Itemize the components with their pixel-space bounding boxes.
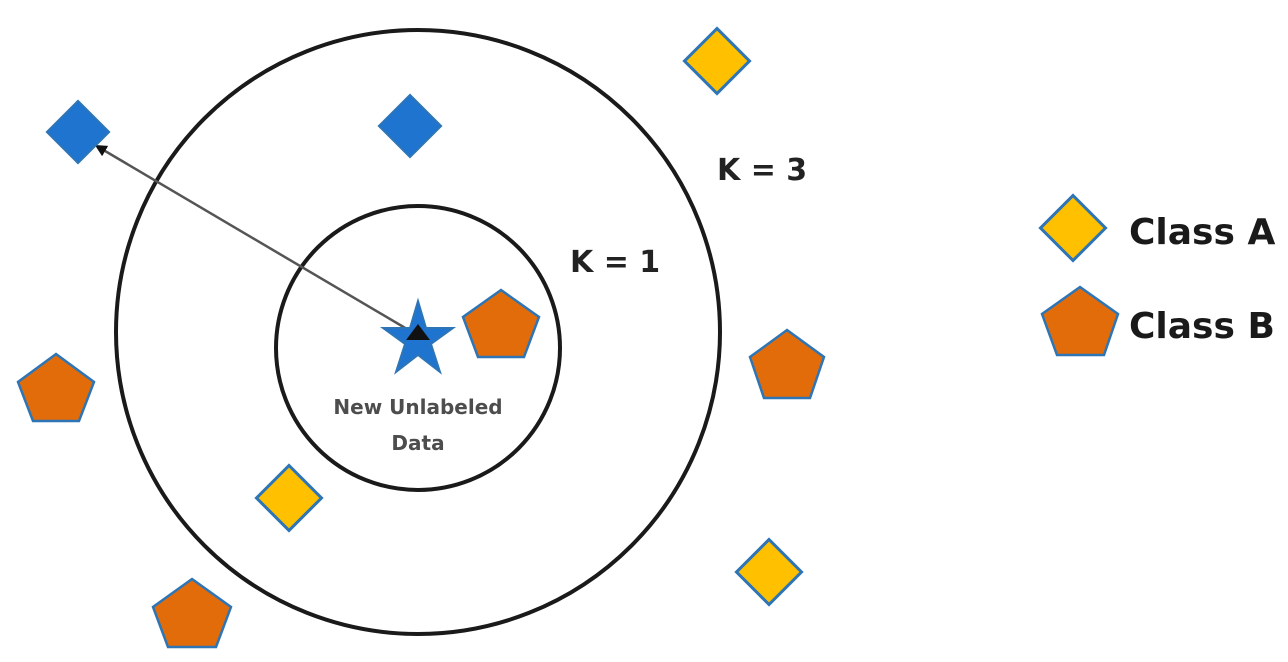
class-a-diamond-icon: [682, 26, 752, 96]
class-b-pentagon-icon: [748, 328, 826, 400]
class-a-diamond-icon: [734, 537, 804, 607]
k3-circle: [114, 28, 722, 636]
legend: Class A Class B: [1038, 193, 1275, 357]
class-b-pentagon-icon: [461, 288, 541, 359]
class-a-diamond-icon: [254, 463, 324, 533]
arrow-tail-triangle: [406, 324, 430, 340]
class-b-pentagon-icon: [151, 577, 233, 649]
k3-label: K = 3: [717, 153, 807, 188]
distance-arrow: [94, 144, 413, 334]
blue-diamond-icon: [45, 99, 111, 165]
legend-class-b-label: Class B: [1129, 306, 1275, 347]
k1-label: K = 1: [570, 245, 660, 280]
blue-diamond-icon: [377, 93, 443, 159]
k1-circle: [274, 204, 562, 492]
new-data-label-line2: Data: [391, 431, 444, 455]
class-a-legend-icon: [1038, 193, 1108, 263]
new-data-label-line1: New Unlabeled: [333, 395, 502, 419]
legend-class-a-label: Class A: [1129, 212, 1275, 253]
class-b-legend-icon: [1040, 285, 1120, 357]
class-b-pentagon-icon: [16, 352, 96, 423]
